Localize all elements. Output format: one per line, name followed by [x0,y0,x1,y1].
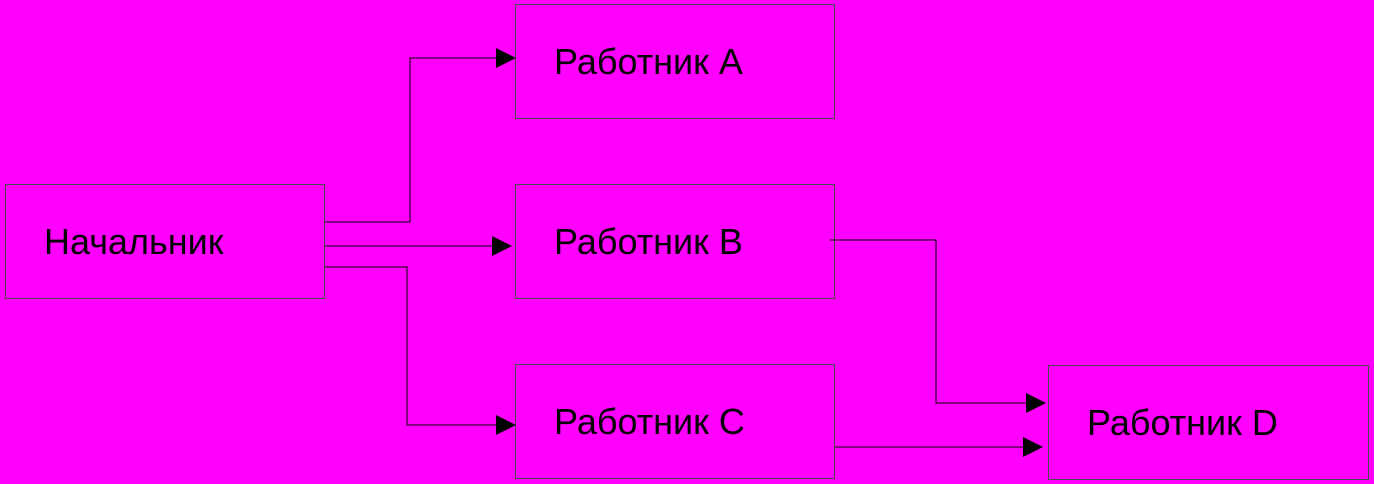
boss-box: Начальник [5,184,325,299]
arrowhead-worker-c [496,415,516,435]
edge-worker-b-to-worker-d [830,239,1028,404]
arrowhead-worker-b [492,236,512,256]
worker-d-label: Работник D [1087,401,1278,443]
arrowhead-worker-d-from-c [1023,437,1043,457]
worker-a-label: Работник A [554,40,743,82]
arrowhead-worker-a [496,48,516,68]
arrowhead-worker-d-from-b [1026,393,1046,413]
worker-c-box: Работник C [515,364,835,479]
worker-b-label: Работник B [554,220,743,262]
edge-boss-to-worker-a [325,57,498,223]
worker-d-box: Работник D [1048,365,1369,480]
edge-boss-to-worker-c [325,266,498,426]
worker-a-box: Работник A [515,4,835,119]
worker-c-label: Работник C [554,400,745,442]
worker-b-box: Работник B [515,184,835,299]
boss-label: Начальник [44,220,224,262]
